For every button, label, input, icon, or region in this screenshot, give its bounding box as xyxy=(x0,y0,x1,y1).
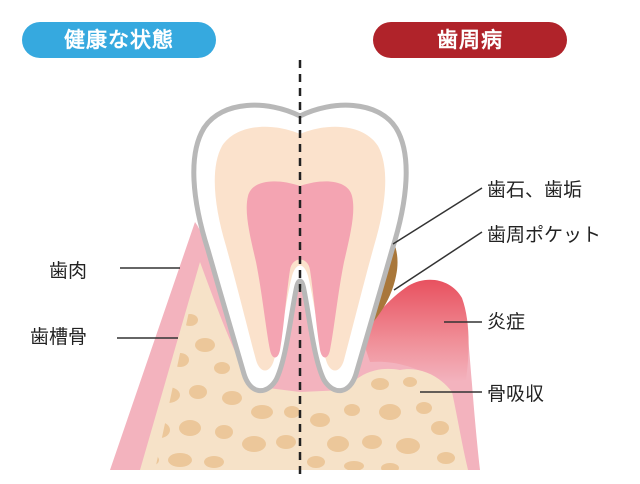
periodontal-disease-header: 歯周病 xyxy=(373,22,567,58)
label-tartar-plaque: 歯石、歯垢 xyxy=(487,179,583,201)
inflamed-gum xyxy=(362,279,469,382)
leader-tartar xyxy=(392,187,483,245)
label-alveolar-bone: 歯槽骨 xyxy=(30,326,88,348)
healthy-state-header: 健康な状態 xyxy=(22,22,216,58)
label-gum: 歯肉 xyxy=(49,260,88,282)
label-periodontal-pocket: 歯周ポケット xyxy=(487,224,602,246)
leader-pocket xyxy=(393,231,483,291)
label-bone-resorption: 骨吸収 xyxy=(487,383,545,405)
label-inflammation: 炎症 xyxy=(487,311,526,333)
pulp xyxy=(246,181,354,358)
